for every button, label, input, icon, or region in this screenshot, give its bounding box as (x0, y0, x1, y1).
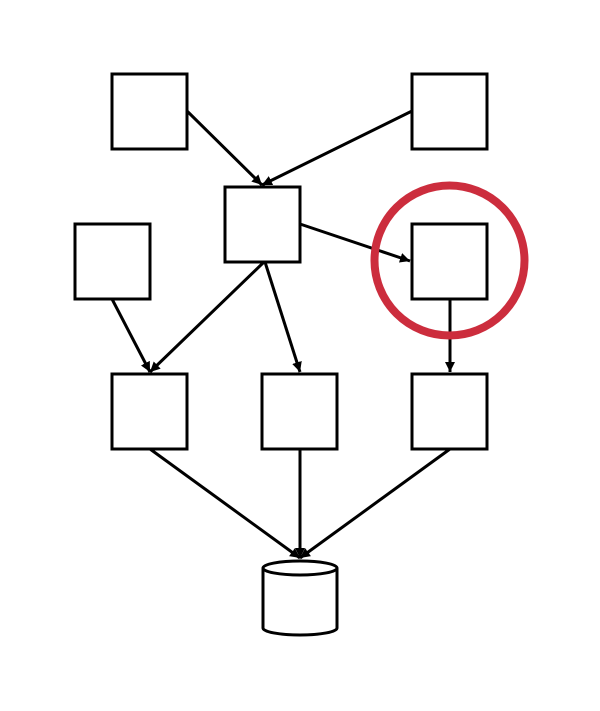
database-layer (261, 559, 339, 637)
node-top-right (410, 72, 489, 151)
node-middle-right (410, 222, 489, 301)
arrow-middle-center-to-bottom-center (263, 261, 302, 373)
highlight-circle (370, 181, 529, 340)
node-bottom-left (110, 372, 189, 451)
highlight-layer (370, 181, 529, 340)
node-bottom-center (260, 372, 339, 451)
node-top-left (110, 72, 189, 151)
arrow-bottom-right-to-database (299, 447, 451, 560)
arrow-middle-center-to-bottom-left (148, 260, 266, 374)
database-body (261, 568, 339, 637)
node-middle-left (73, 222, 152, 301)
arrow-top-left-to-middle-center (185, 109, 264, 187)
arrow-bottom-left-to-database (149, 447, 301, 560)
arrow-middle-left-to-bottom-left (110, 298, 152, 373)
edges-layer (110, 109, 455, 560)
arrow-top-right-to-middle-center (261, 109, 413, 187)
node-middle-center (223, 185, 302, 264)
database-top (261, 559, 339, 577)
nodes-layer (73, 72, 489, 451)
database-cylinder-icon (261, 559, 339, 637)
node-bottom-right (410, 372, 489, 451)
arrow-middle-center-to-middle-right (299, 222, 411, 263)
